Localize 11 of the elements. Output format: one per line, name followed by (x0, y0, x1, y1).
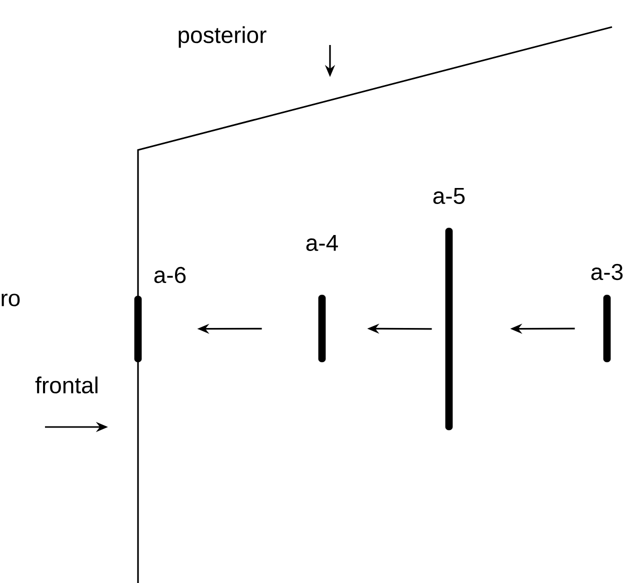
bar-label: a-4 (306, 234, 338, 251)
text-label: frontal (35, 376, 98, 394)
bar (134, 296, 142, 362)
text-label: ro (2, 294, 20, 306)
text-label: posterior (178, 26, 266, 48)
bar (445, 228, 453, 430)
bar-label: a-3 (591, 264, 623, 280)
bar (603, 294, 611, 362)
bar (318, 294, 326, 362)
bar-label: a-5 (433, 188, 465, 204)
bar-label: a-6 (154, 266, 186, 284)
